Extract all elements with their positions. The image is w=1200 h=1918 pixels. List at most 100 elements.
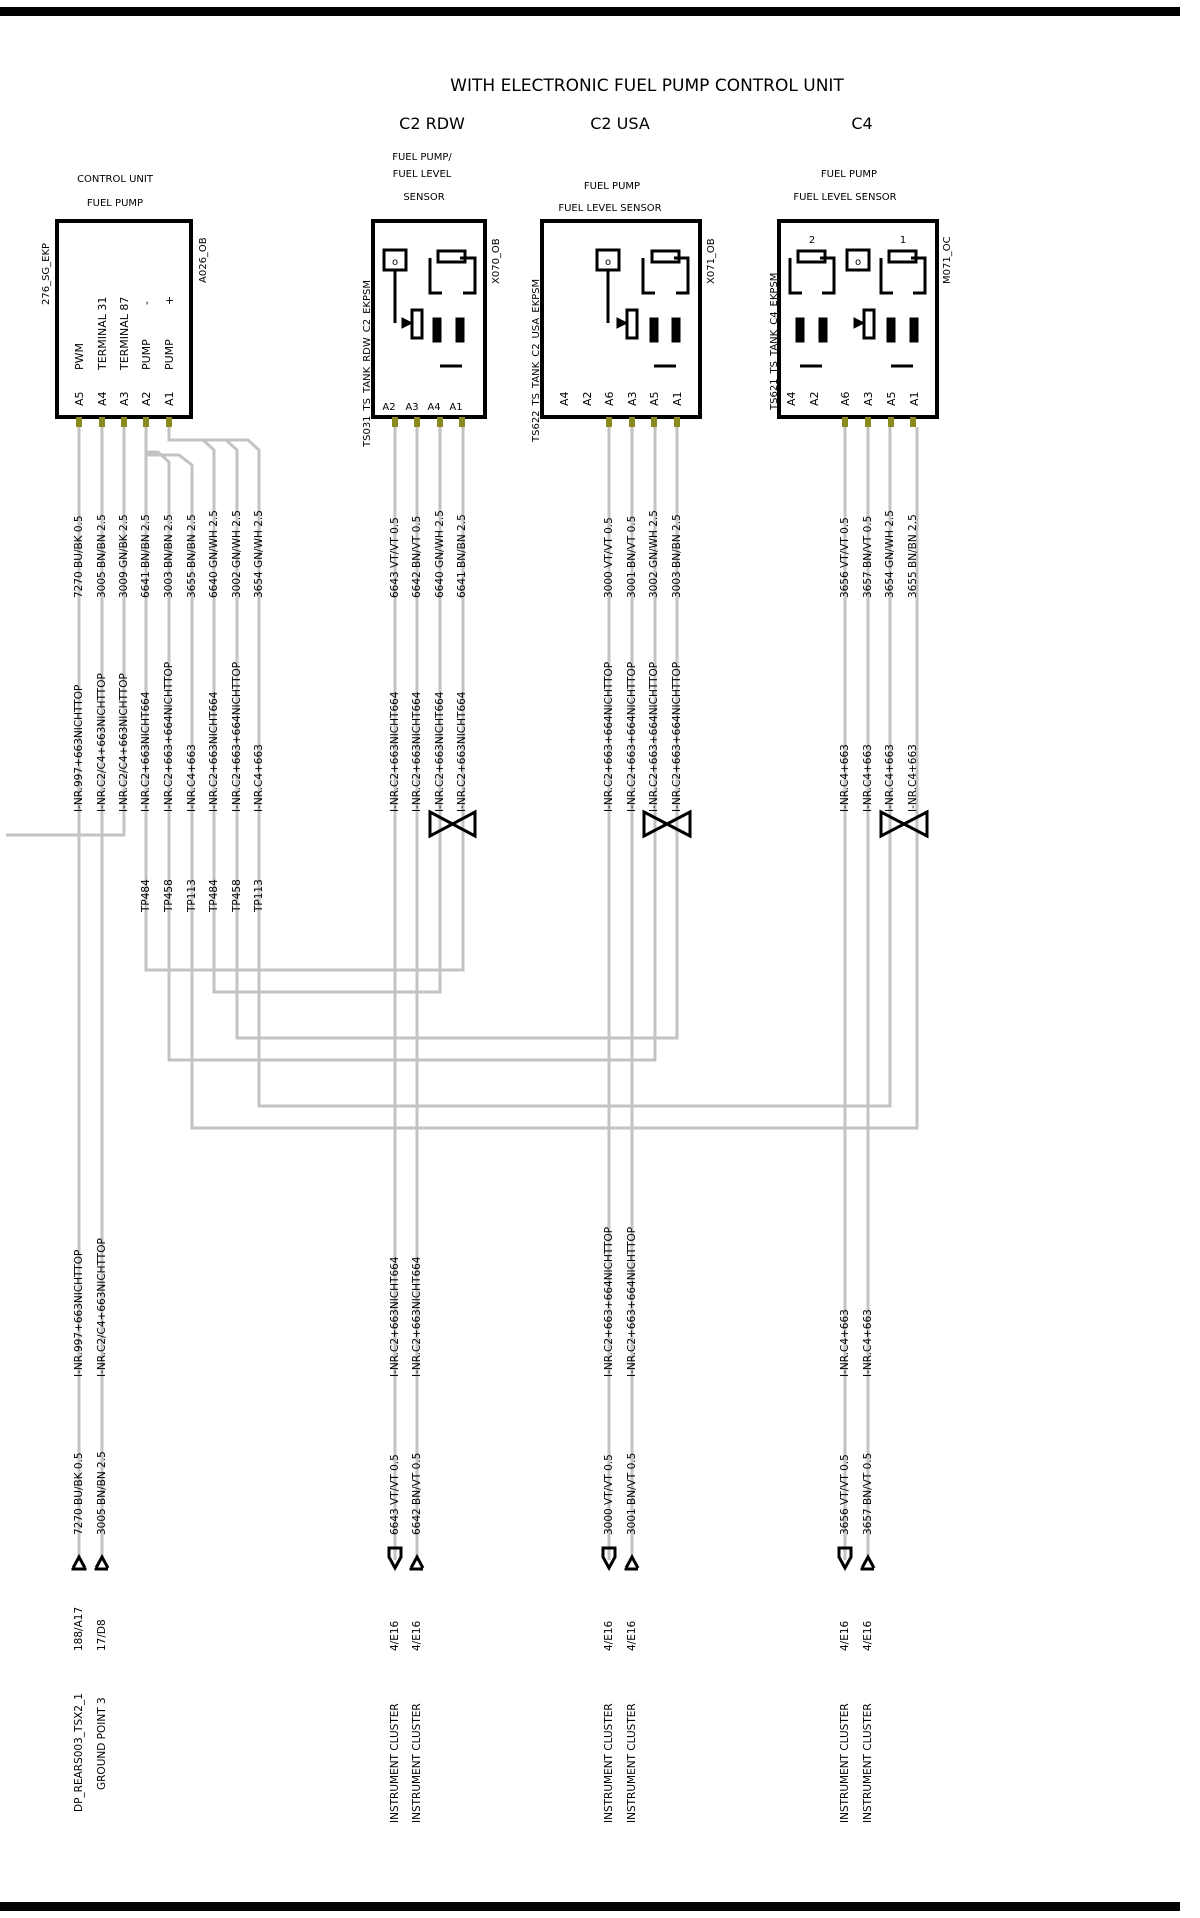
variant-label: I-NR.997+663NICHTTOP — [73, 1250, 85, 1377]
level-sender-box — [845, 248, 871, 272]
pin-label: A4 — [558, 391, 571, 406]
destination-label: INSTRUMENT CLUSTER — [411, 1703, 423, 1823]
wire-label: 3005 BN/BN 2.5 — [96, 514, 108, 598]
destination-label: INSTRUMENT CLUSTER — [389, 1703, 401, 1823]
usa-sensor-connector: X071_OB — [706, 238, 717, 284]
splice-icon — [428, 809, 477, 839]
wire-label: 6642 BN/VT 0.5 — [411, 516, 423, 598]
usa-sensor-id: TS622_TS_TANK_C2_USA_EKPSM — [531, 279, 542, 443]
c4-sensor-caption: FUEL PUMP — [821, 169, 877, 180]
c4-pump-number: 2 — [809, 235, 815, 246]
usa-sensor-box — [540, 219, 702, 419]
variant-label: I-NR.C2+663+664NICHTTOP — [163, 662, 175, 812]
potentiometer — [410, 308, 424, 340]
terminal — [888, 417, 894, 427]
pump-outline — [788, 256, 836, 295]
wire — [144, 427, 465, 972]
destination-label: INSTRUMENT CLUSTER — [626, 1703, 638, 1823]
pin-label: A6 — [603, 391, 616, 406]
wire-label: 3655 BN/BN 2.5 — [186, 514, 198, 598]
pin-function: PUMP — [140, 339, 153, 370]
pump-motor-coil — [795, 317, 805, 343]
control-unit-caption: CONTROL UNIT — [77, 174, 154, 185]
pin-function: TERMINAL 31 — [96, 297, 109, 371]
usa-sensor-symbol: o — [595, 248, 690, 368]
test-point-label: TP458 — [163, 879, 175, 913]
pump-motor-coil — [909, 317, 919, 343]
wire-label: 3005 BN/BN 2.5 — [96, 1451, 108, 1535]
wire-label: 6643 VT/VT 0.5 — [389, 517, 401, 598]
destination-label: DP_REARS003_TSX2_1 — [73, 1693, 85, 1812]
wire-label: 3003 BN/BN 2.5 — [671, 514, 683, 598]
terminal — [865, 417, 871, 427]
pump-motor-coil — [886, 317, 896, 343]
wiper-arrow — [616, 317, 629, 329]
potentiometer — [625, 308, 639, 340]
terminal — [166, 417, 172, 427]
page-reference: 4/E16 — [862, 1620, 874, 1651]
level-sender-circle: o — [855, 257, 861, 268]
terminal — [437, 417, 443, 427]
pin-label: A2 — [140, 391, 153, 406]
variant-label: I-NR.C2+663+664NICHTTOP — [648, 662, 660, 812]
pin-label: A2 — [808, 391, 821, 406]
polarity-sign: - — [140, 301, 153, 305]
variant-label: I-NR.C2+663+664NICHTTOP — [603, 1227, 615, 1377]
usa-sensor-caption: FUEL PUMP — [584, 181, 640, 192]
terminal — [651, 417, 657, 427]
rdw-sensor-symbol: o — [382, 248, 477, 368]
pin-function: TERMINAL 87 — [118, 297, 131, 371]
pin-label: A4 — [96, 391, 109, 406]
rdw-sensor-caption: FUEL PUMP/ — [392, 152, 452, 163]
wire-label: 3001 BN/VT 0.5 — [626, 516, 638, 598]
wire-label: 3655 BN/BN 2.5 — [907, 514, 919, 598]
terminal — [842, 417, 848, 427]
wire-label: 6641 BN/BN 2.5 — [456, 514, 468, 598]
potentiometer — [862, 308, 876, 340]
pin-label: A2 — [382, 402, 395, 413]
variant-label: I-NR.C2+663NICHT664 — [389, 691, 401, 812]
wire — [146, 427, 919, 1130]
pump-outline — [641, 256, 690, 295]
test-point-label: TP484 — [140, 879, 152, 913]
c4-sensor-symbol: o — [788, 248, 927, 368]
pin-label: A6 — [839, 391, 852, 406]
destination-label: INSTRUMENT CLUSTER — [603, 1703, 615, 1823]
wire-label: 3656 VT/VT 0.5 — [839, 1454, 851, 1535]
variant-label: I-NR.C2+663NICHT664 — [411, 691, 423, 812]
polarity-sign: + — [163, 296, 176, 305]
bottom-labels: I-NR.997+663NICHTTOP I-NR.C2/C4+663NICHT… — [73, 1227, 874, 1823]
terminal — [459, 417, 465, 427]
page-reference: 4/E16 — [839, 1620, 851, 1651]
variant-label: I-NR.C4+663 — [884, 744, 896, 812]
page-reference: 4/E16 — [626, 1620, 638, 1651]
wire-label: 3002 GN/WH 2.5 — [648, 510, 660, 598]
test-point-label: TP113 — [186, 879, 198, 913]
terminal — [392, 417, 398, 427]
c4-pump-number: 1 — [900, 235, 906, 246]
pin-up-icon — [409, 1553, 425, 1571]
terminal — [414, 417, 420, 427]
terminal — [674, 417, 680, 427]
bottom-frame-bar — [0, 1902, 1180, 1911]
variant-label: I-NR.C2+663+664NICHTTOP — [626, 662, 638, 812]
diagram-title: WITH ELECTRONIC FUEL PUMP CONTROL UNIT — [450, 76, 844, 96]
variant-label: I-NR.C2+663+664NICHTTOP — [231, 662, 243, 812]
terminal — [910, 417, 916, 427]
wire-label: 7270 BU/BK 0.5 — [73, 1452, 85, 1535]
terminal — [606, 417, 612, 427]
wire-label: 6642 BN/VT 0.5 — [411, 1453, 423, 1535]
destination-label: INSTRUMENT CLUSTER — [839, 1703, 851, 1823]
terminal — [121, 417, 127, 427]
pin-label: A3 — [862, 391, 875, 406]
test-point-label: TP484 — [208, 879, 220, 913]
test-point-label: TP458 — [231, 879, 243, 913]
variant-label: I-NR.C2+663NICHT664 — [140, 691, 152, 812]
variant-label: I-NR.C2/C4+663NICHTTOP — [96, 673, 108, 812]
c4-sensor-connector: M071_OC — [942, 236, 953, 284]
wire-label: 3009 GN/BK 2.5 — [118, 514, 130, 598]
pin-up-icon — [71, 1553, 87, 1571]
cu-wire-labels: 7270 BU/BK 0.5 3005 BN/BN 2.5 3009 GN/BK… — [73, 510, 265, 913]
wiper-arrow — [853, 317, 866, 329]
connector-pins-bottom — [71, 1546, 876, 1572]
